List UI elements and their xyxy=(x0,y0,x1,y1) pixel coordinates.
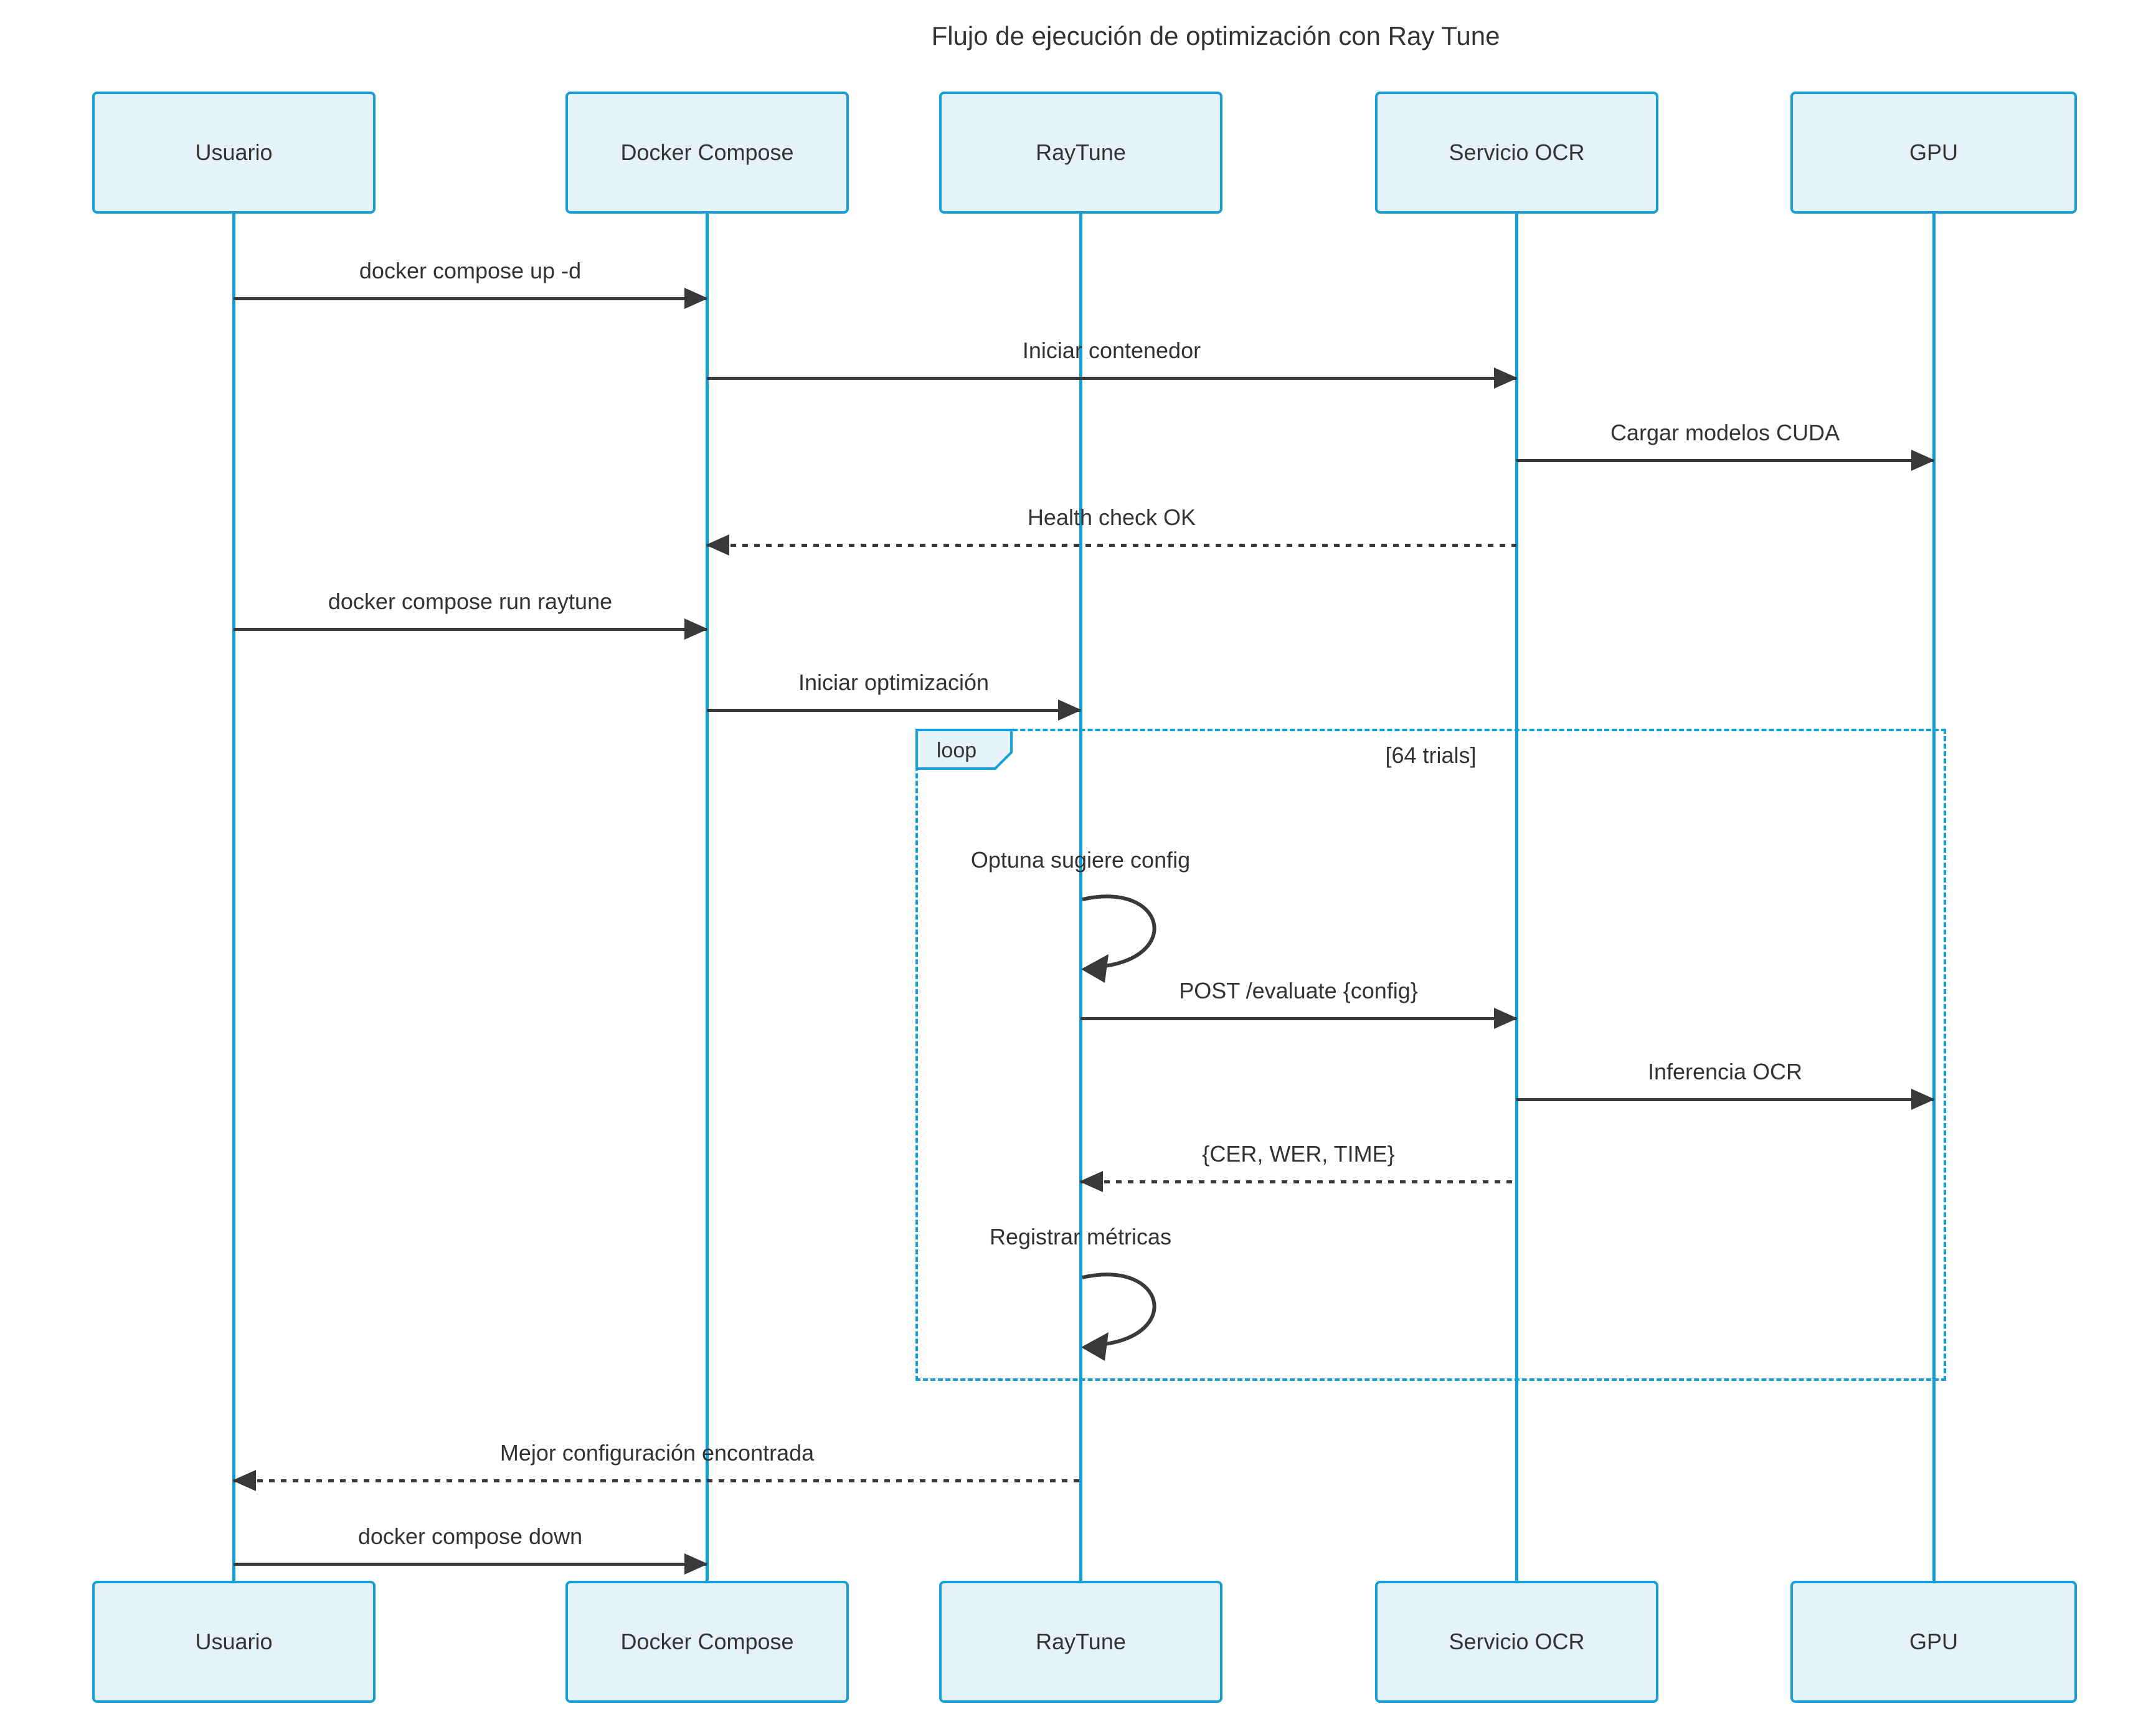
actor-bottom-servicio-ocr: Servicio OCR xyxy=(1375,1581,1658,1703)
message-label: docker compose down xyxy=(357,1523,583,1549)
message-docker-compose-run-raytune: docker compose run raytune xyxy=(234,575,708,640)
arrowhead-right-icon xyxy=(1911,1089,1935,1110)
actor-top-servicio-ocr: Servicio OCR xyxy=(1375,92,1658,214)
arrowhead-right-icon xyxy=(1494,1008,1518,1029)
message-inferencia-ocr: Inferencia OCR xyxy=(1516,1045,1935,1110)
message-line xyxy=(234,1553,708,1575)
actor-label: RayTune xyxy=(1036,1629,1126,1654)
loop-label: loop xyxy=(937,739,976,762)
actor-label: GPU xyxy=(1909,1629,1958,1654)
actor-bottom-gpu: GPU xyxy=(1790,1581,2077,1703)
self-message-optuna-label: Optuna sugiere config xyxy=(970,847,1191,873)
arrowhead-left-icon xyxy=(1079,1171,1103,1192)
arrowhead-right-icon xyxy=(1911,450,1935,471)
message-iniciar-optimizacion: Iniciar optimización xyxy=(707,656,1082,721)
lifeline-gpu xyxy=(1932,214,1936,1581)
message-label: Mejor configuración encontrada xyxy=(499,1440,815,1466)
arrowhead-right-icon xyxy=(684,288,708,309)
arrowhead-right-icon xyxy=(684,1553,708,1575)
message-docker-compose-down: docker compose down xyxy=(234,1510,708,1575)
arrowhead-left-icon xyxy=(706,534,729,556)
actor-top-gpu: GPU xyxy=(1790,92,2077,214)
message-line xyxy=(234,288,708,309)
loop-frame xyxy=(915,729,1946,1381)
message-line xyxy=(1079,1171,1516,1192)
message-label: Iniciar contenedor xyxy=(1022,338,1201,363)
message-line xyxy=(234,618,708,640)
message-mejor-configuracion: Mejor configuración encontrada xyxy=(232,1426,1080,1491)
arrowhead-right-icon xyxy=(1058,699,1082,721)
actor-label: Servicio OCR xyxy=(1449,1629,1585,1654)
actor-bottom-usuario: Usuario xyxy=(92,1581,376,1703)
message-label: POST /evaluate {config} xyxy=(1179,978,1418,1003)
message-label: {CER, WER, TIME} xyxy=(1202,1141,1395,1167)
arrowhead-left-icon xyxy=(232,1470,256,1491)
message-label: Health check OK xyxy=(1027,505,1196,530)
lifeline-docker-compose xyxy=(706,214,709,1581)
message-line xyxy=(706,534,1516,556)
actor-top-usuario: Usuario xyxy=(92,92,376,214)
message-cargar-modelos-cuda: Cargar modelos CUDA xyxy=(1516,406,1935,471)
message-cer-wer-time: {CER, WER, TIME} xyxy=(1079,1127,1516,1192)
self-loop-arrow-icon xyxy=(1081,894,1156,983)
lifeline-servicio-ocr xyxy=(1515,214,1518,1581)
message-label: Cargar modelos CUDA xyxy=(1610,420,1840,445)
actor-label: GPU xyxy=(1909,140,1958,165)
message-post-evaluate-config: POST /evaluate {config} xyxy=(1080,964,1518,1029)
actor-label: RayTune xyxy=(1036,140,1126,165)
arrowhead-right-icon xyxy=(1494,367,1518,389)
actor-label: Usuario xyxy=(195,140,273,165)
actor-top-docker-compose: Docker Compose xyxy=(565,92,849,214)
actor-label: Servicio OCR xyxy=(1449,140,1585,165)
message-line xyxy=(1516,1089,1935,1110)
self-message-registrar-metricas-label: Registrar métricas xyxy=(989,1224,1172,1249)
actor-label: Usuario xyxy=(195,1629,273,1654)
message-line xyxy=(707,367,1518,389)
message-line xyxy=(1080,1008,1518,1029)
actor-label: Docker Compose xyxy=(620,140,794,165)
loop-condition: [64 trials] xyxy=(1385,742,1477,768)
message-label: Iniciar optimización xyxy=(798,670,990,695)
message-label: docker compose run raytune xyxy=(328,589,613,614)
message-docker-compose-up: docker compose up -d xyxy=(234,244,708,309)
actor-top-raytune: RayTune xyxy=(939,92,1222,214)
self-loop-arrow-icon xyxy=(1081,1272,1156,1361)
diagram-title: Flujo de ejecución de optimización con R… xyxy=(931,21,1500,50)
lifeline-raytune xyxy=(1079,214,1082,1581)
message-label: docker compose up -d xyxy=(359,258,582,283)
actor-bottom-docker-compose: Docker Compose xyxy=(565,1581,849,1703)
message-label: Inferencia OCR xyxy=(1647,1059,1803,1084)
message-health-check-ok: Health check OK xyxy=(706,491,1516,556)
message-line xyxy=(1516,450,1935,471)
actor-label: Docker Compose xyxy=(620,1629,794,1654)
message-line xyxy=(232,1470,1080,1491)
actor-bottom-raytune: RayTune xyxy=(939,1581,1222,1703)
message-iniciar-contenedor: Iniciar contenedor xyxy=(707,324,1518,389)
message-line xyxy=(707,699,1082,721)
loop-label-pentagon: loop xyxy=(915,729,1013,770)
lifeline-usuario xyxy=(232,214,235,1581)
arrowhead-right-icon xyxy=(684,618,708,640)
